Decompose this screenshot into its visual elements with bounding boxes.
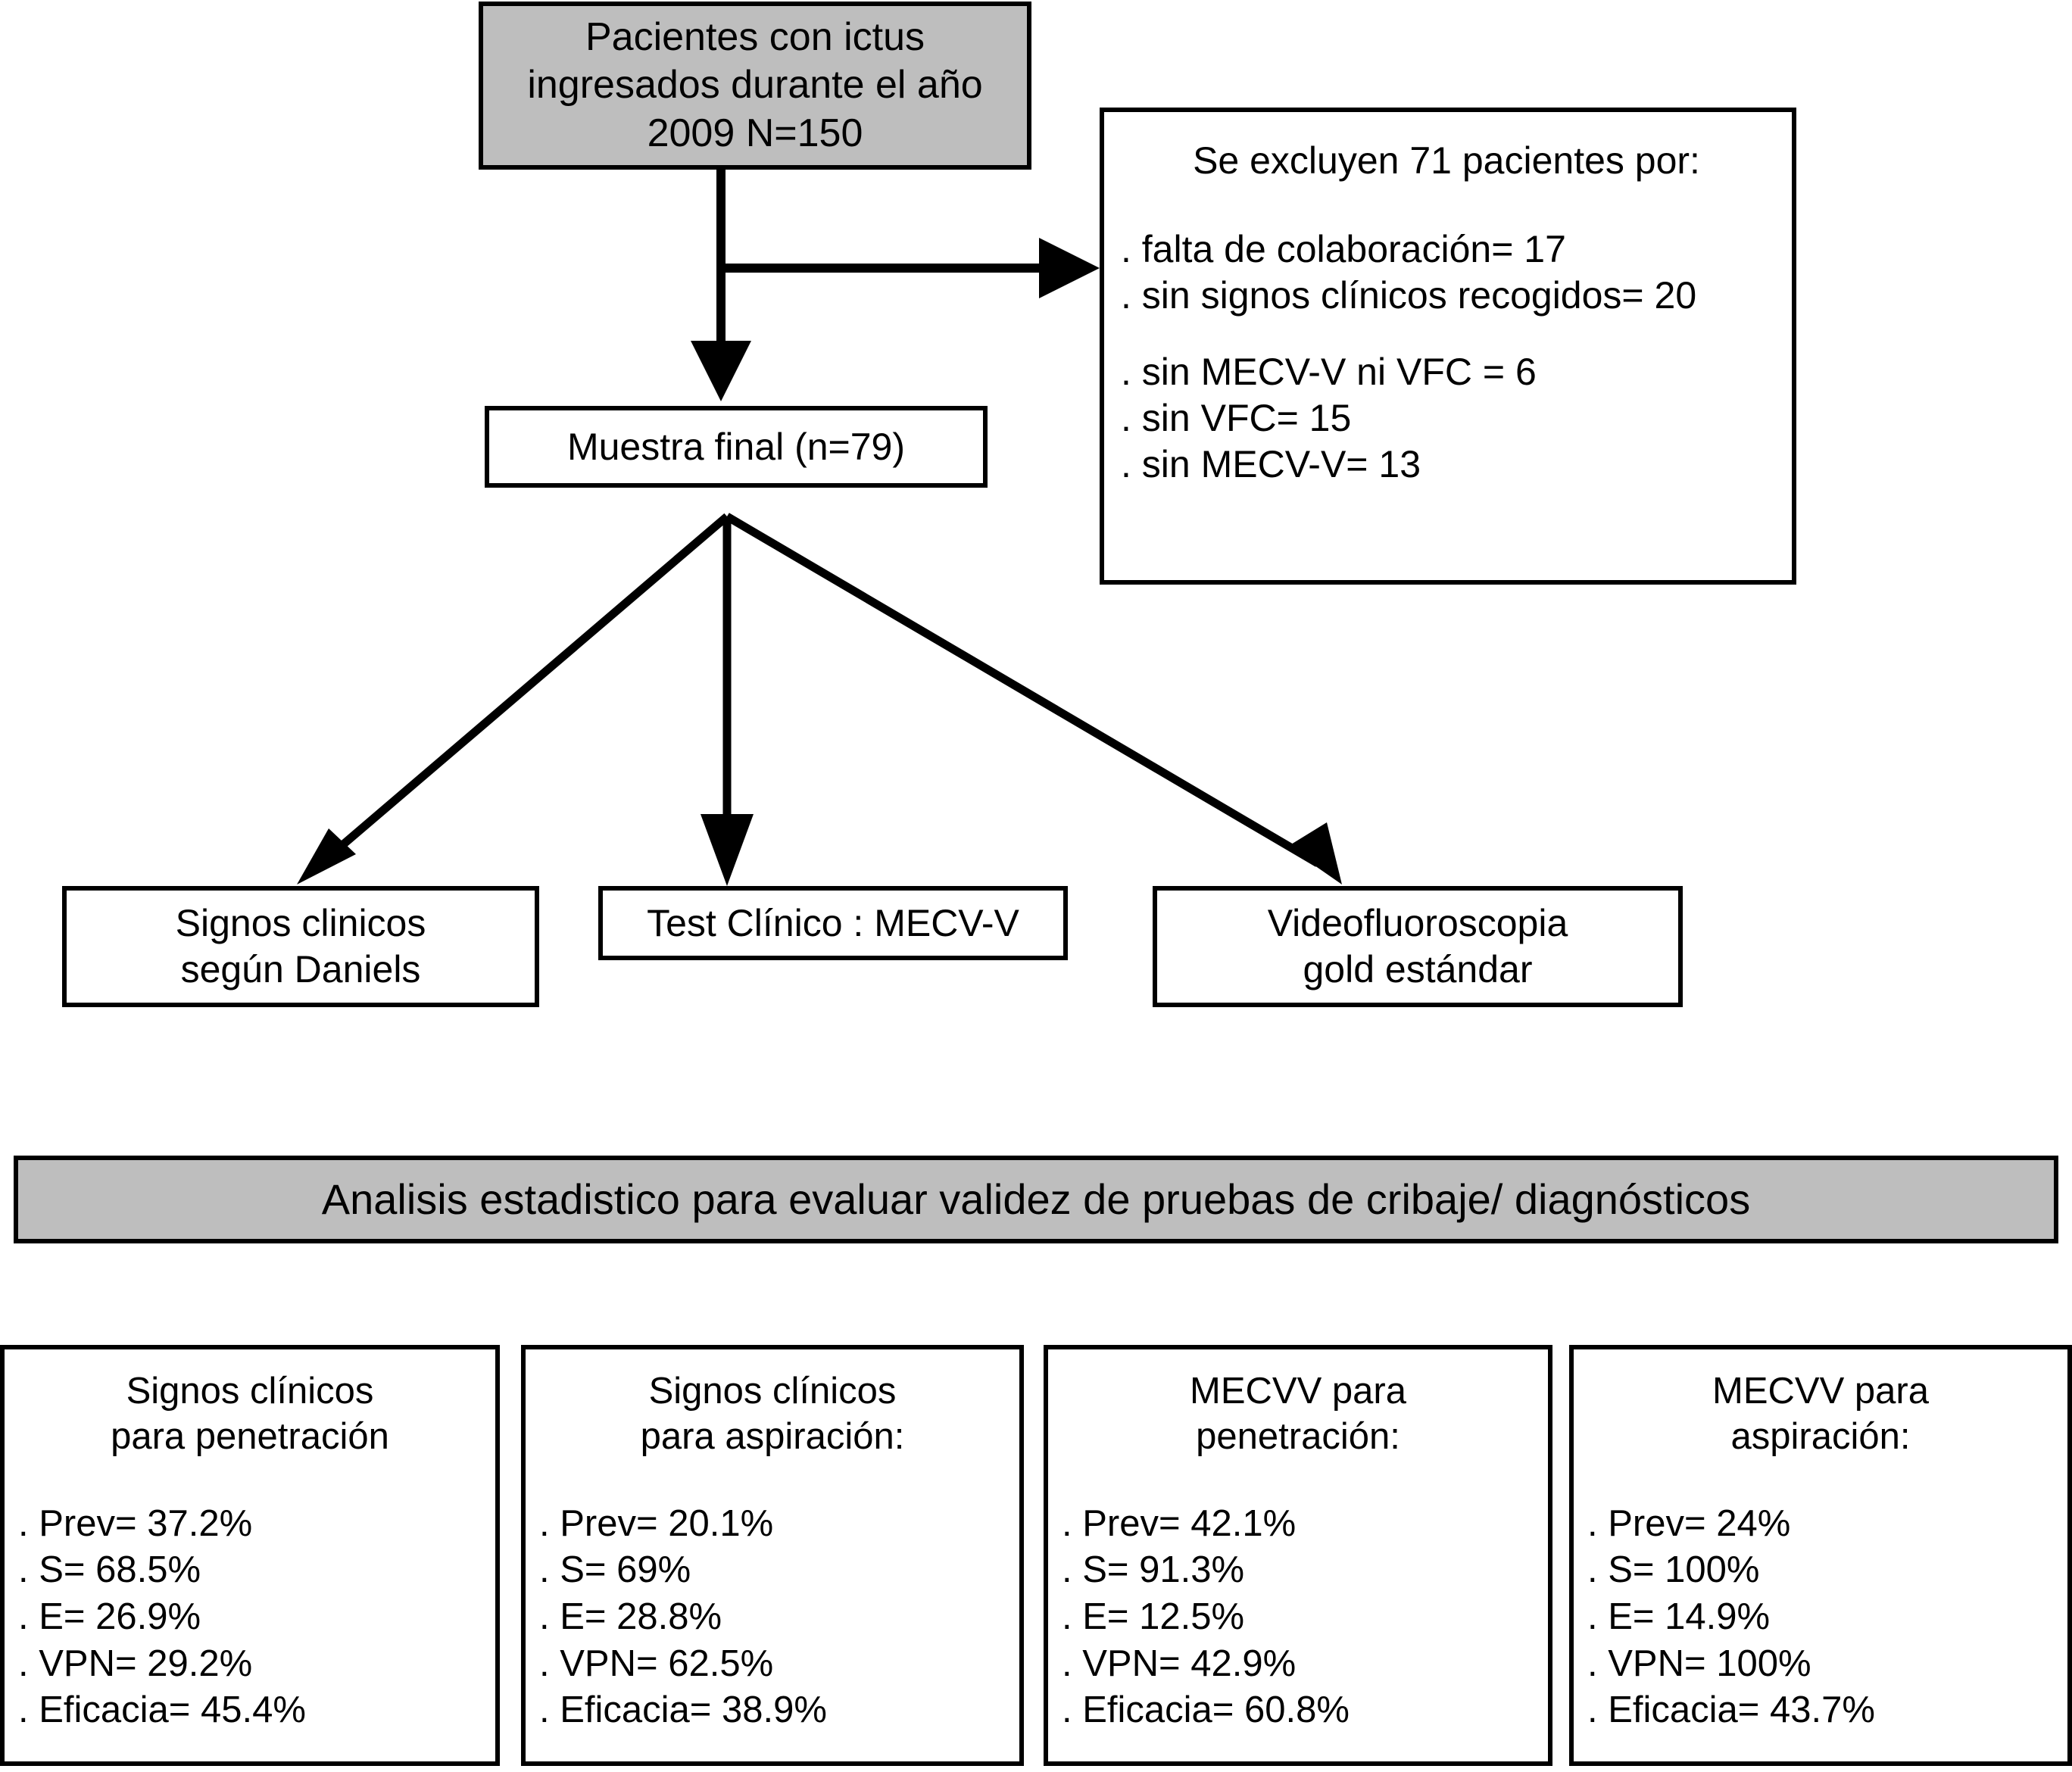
result-box-signos-penetracion: Signos clínicos para penetración . Prev=… (0, 1345, 500, 1766)
metric-eficacia-1: . Eficacia= 45.4% (18, 1689, 306, 1731)
excluded-item-sin-mecvv: . sin MECV-V= 13 (1121, 443, 1421, 485)
method-box-test-clinico: Test Clínico : MECV-V (598, 886, 1068, 960)
method-signos-line-2: según Daniels (180, 948, 421, 991)
metric-prev-1: . Prev= 37.2% (18, 1502, 253, 1544)
method-box-videofluoroscopia: Videofluoroscopia gold estándar (1153, 886, 1683, 1007)
metric-e-3: . E= 12.5% (1062, 1596, 1245, 1637)
metric-prev-2: . Prev= 20.1% (539, 1502, 774, 1544)
metric-eficacia-4: . Eficacia= 43.7% (1587, 1689, 1875, 1731)
arrowhead-to-signs (297, 828, 356, 884)
metric-vpn-2: . VPN= 62.5% (539, 1643, 774, 1684)
method-signos-line-1: Signos clinicos (175, 902, 426, 944)
connector-sample-to-signs (318, 513, 730, 867)
excluded-patients-box: Se excluyen 71 pacientes por: . falta de… (1100, 108, 1796, 585)
analysis-banner: Analisis estadistico para evaluar valide… (14, 1156, 2058, 1243)
result-box-signos-aspiracion: Signos clínicos para aspiración: . Prev=… (521, 1345, 1024, 1766)
excluded-header: Se excluyen 71 pacientes por: (1193, 139, 1700, 182)
metric-eficacia-2: . Eficacia= 38.9% (539, 1689, 827, 1731)
excluded-item-sin-signos-clinicos: . sin signos clínicos recogidos= 20 (1121, 274, 1697, 317)
arrowhead-to-test (701, 814, 754, 886)
result-title-3: MECVV para penetración: (1190, 1371, 1406, 1457)
metric-s-2: . S= 69% (539, 1549, 691, 1591)
result-metrics-1: . Prev= 37.2% . S= 68.5% . E= 26.9% . VP… (5, 1501, 495, 1735)
cohort-line-2: ingresados durante el año (527, 63, 983, 108)
result-metrics-3: . Prev= 42.1% . S= 91.3% . E= 12.5% . VP… (1048, 1501, 1548, 1735)
method-vfc-line-2: gold estándar (1303, 948, 1533, 991)
metric-e-2: . E= 28.8% (539, 1596, 722, 1637)
metric-prev-3: . Prev= 42.1% (1062, 1502, 1297, 1544)
arrowhead-to-videofluoroscopy (1287, 822, 1342, 884)
metric-e-1: . E= 26.9% (18, 1596, 201, 1637)
result-box-mecvv-aspiracion: MECVV para aspiración: . Prev= 24% . S= … (1569, 1345, 2072, 1766)
result-metrics-2: . Prev= 20.1% . S= 69% . E= 28.8% . VPN=… (526, 1501, 1019, 1735)
result-box-mecvv-penetracion: MECVV para penetración: . Prev= 42.1% . … (1044, 1345, 1552, 1766)
metric-vpn-1: . VPN= 29.2% (18, 1643, 253, 1684)
cohort-line-3: 2009 N=150 (647, 111, 863, 155)
metric-eficacia-3: . Eficacia= 60.8% (1062, 1689, 1350, 1731)
result-metrics-4: . Prev= 24% . S= 100% . E= 14.9% . VPN= … (1574, 1501, 2067, 1735)
metric-s-1: . S= 68.5% (18, 1549, 201, 1591)
excluded-item-sin-mecvv-ni-vfc: . sin MECV-V ni VFC = 6 (1121, 351, 1537, 393)
method-vfc-line-1: Videofluoroscopia (1267, 902, 1568, 944)
metric-e-4: . E= 14.9% (1587, 1596, 1771, 1637)
method-box-signos-clinicos: Signos clinicos según Daniels (62, 886, 539, 1007)
result-title-4: MECVV para aspiración: (1712, 1371, 1929, 1457)
final-sample-label: Muestra final (n=79) (566, 425, 906, 468)
final-sample-box: Muestra final (n=79) (485, 406, 988, 488)
excluded-item-sin-vfc: . sin VFC= 15 (1121, 397, 1352, 439)
arrowhead-to-excluded (1039, 238, 1100, 298)
metric-vpn-3: . VPN= 42.9% (1062, 1643, 1297, 1684)
metric-s-4: . S= 100% (1587, 1549, 1760, 1591)
excluded-item-falta-colaboracion: . falta de colaboración= 17 (1121, 228, 1566, 270)
cohort-box: Pacientes con ictus ingresados durante e… (479, 2, 1031, 170)
result-title-1: Signos clínicos para penetración (111, 1371, 389, 1457)
arrowhead-to-sample (691, 341, 751, 401)
method-test-line-1: Test Clínico : MECV-V (647, 901, 1019, 944)
metric-vpn-4: . VPN= 100% (1587, 1643, 1811, 1684)
metric-prev-4: . Prev= 24% (1587, 1502, 1791, 1544)
metric-s-3: . S= 91.3% (1062, 1549, 1245, 1591)
result-title-2: Signos clínicos para aspiración: (640, 1371, 905, 1457)
analysis-banner-label: Analisis estadistico para evaluar valide… (321, 1175, 1751, 1223)
cohort-line-1: Pacientes con ictus (585, 14, 925, 59)
